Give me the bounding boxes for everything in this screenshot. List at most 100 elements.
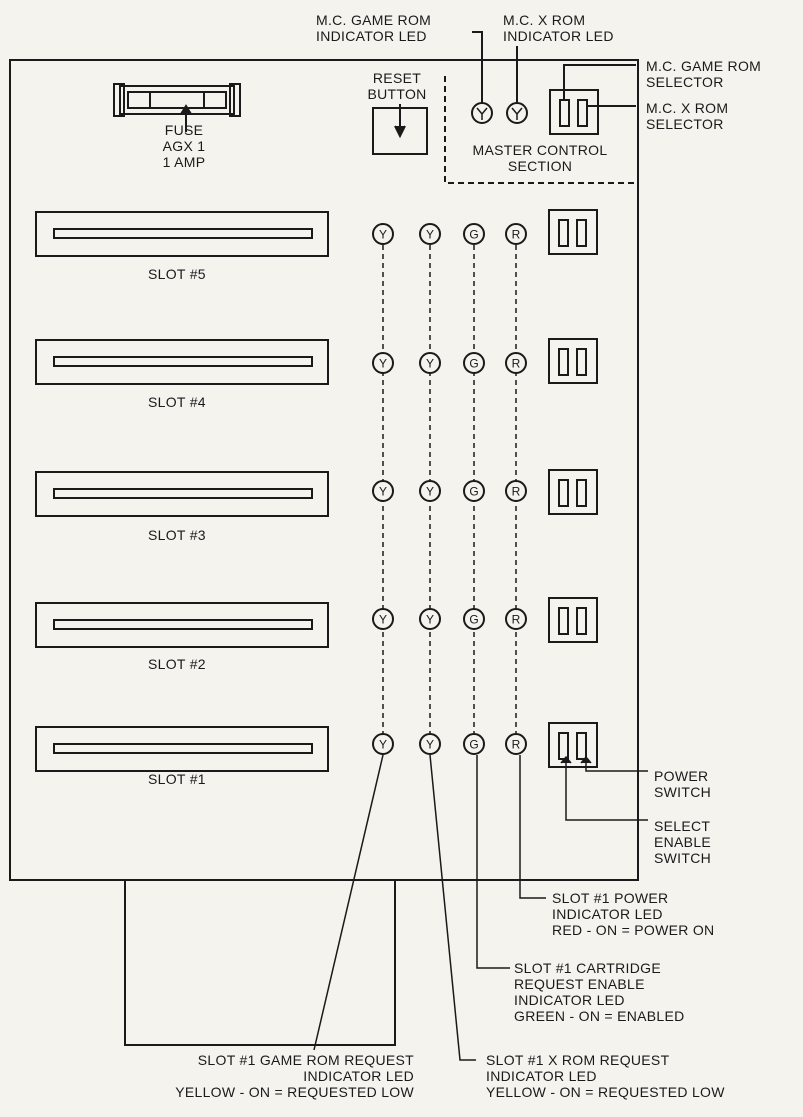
slot1-game-rom-led-label: SLOT #1 GAME ROM REQUEST INDICATOR LED Y…: [175, 1052, 414, 1100]
led-letter: G: [469, 738, 478, 752]
led-indicator-icon: [463, 608, 485, 630]
board-outline: [9, 59, 639, 881]
power-switch-label: POWER SWITCH: [654, 768, 711, 800]
led-indicator-icon: [372, 223, 394, 245]
led-letter: Y: [426, 738, 434, 752]
led-letter: Y: [379, 228, 387, 242]
led-letter: R: [512, 485, 521, 499]
label-line: SLOT #1 GAME ROM REQUEST: [197, 1052, 414, 1068]
led-indicator-icon: [372, 480, 394, 502]
label-line: SLOT #1 POWER: [552, 890, 669, 906]
fuse-icon: [113, 83, 241, 132]
led-letter: Y: [426, 357, 434, 371]
label-line: M.C. GAME ROM: [316, 12, 432, 28]
led-indicator-icon: [419, 352, 441, 374]
led-letter: Y: [426, 613, 434, 627]
led-letter: R: [512, 357, 521, 371]
led-indicator-icon: [463, 223, 485, 245]
led-letter: G: [469, 357, 478, 371]
label-line: INDICATOR LED: [303, 1068, 414, 1084]
label-line: SWITCH: [654, 784, 712, 800]
led-letter: R: [512, 738, 521, 752]
slot-4-label: SLOT #4: [148, 394, 206, 410]
led-letter: R: [512, 613, 521, 627]
label-line: GREEN - ON = ENABLED: [514, 1008, 685, 1024]
label-line: SWITCH: [654, 850, 712, 866]
led-indicator-icon: [419, 223, 441, 245]
label-line: RED - ON = POWER ON: [552, 922, 715, 938]
label-line: FUSE: [164, 122, 204, 138]
label-line: RESET: [372, 70, 422, 86]
label-line: ENABLE: [654, 834, 712, 850]
master-control-label: MASTER CONTROL SECTION: [473, 142, 608, 174]
label-line: SLOT #1 CARTRIDGE: [514, 960, 661, 976]
led-indicator-icon: [505, 733, 527, 755]
led-indicator-icon: [372, 608, 394, 630]
slot-connectors: [35, 211, 329, 772]
label-line: SECTION: [507, 158, 573, 174]
led-indicator-icon: [463, 480, 485, 502]
mc-x-rom-led-label: M.C. X ROM INDICATOR LED: [503, 12, 614, 44]
label-line: BUTTON: [367, 86, 427, 102]
label-line: SELECT: [654, 818, 711, 834]
led-indicator-icon: [505, 352, 527, 374]
led-indicator-icon: [372, 733, 394, 755]
label-line: SELECTOR: [646, 116, 724, 132]
label-line: YELLOW - ON = REQUESTED LOW: [486, 1084, 725, 1100]
select-enable-switch-label: SELECT ENABLE SWITCH: [654, 818, 711, 866]
slot1-leader-lines: [313, 754, 648, 1061]
label-line: INDICATOR LED: [552, 906, 663, 922]
led-indicator-icon: [419, 733, 441, 755]
slot-1-label: SLOT #1: [148, 771, 206, 787]
label-line: INDICATOR LED: [316, 28, 427, 44]
led-indicator-icon: [505, 608, 527, 630]
led-indicator-icon: [419, 480, 441, 502]
label-line: AGX 1: [162, 138, 206, 154]
label-line: MASTER CONTROL: [472, 142, 608, 158]
slot-2-label: SLOT #2: [148, 656, 206, 672]
led-indicator-icon: [463, 352, 485, 374]
label-line: M.C. X ROM: [503, 12, 586, 28]
label-line: SLOT #1 X ROM REQUEST: [486, 1052, 670, 1068]
slot-3-label: SLOT #3: [148, 527, 206, 543]
slot1-x-rom-led-label: SLOT #1 X ROM REQUEST INDICATOR LED YELL…: [486, 1052, 725, 1100]
label-line: POWER: [654, 768, 709, 784]
master-control-box: [444, 76, 636, 184]
label-line: YELLOW - ON = REQUESTED LOW: [175, 1084, 414, 1100]
label-line: INDICATOR LED: [503, 28, 614, 44]
led-letter: G: [469, 228, 478, 242]
label-line: M.C. X ROM: [646, 100, 729, 116]
label-line: 1 AMP: [162, 154, 206, 170]
slot-5-label: SLOT #5: [148, 266, 206, 282]
led-indicator-icon: [505, 223, 527, 245]
label-line: REQUEST ENABLE: [514, 976, 645, 992]
mc-game-rom-selector-label: M.C. GAME ROM SELECTOR: [646, 58, 761, 90]
mc-x-rom-selector-label: M.C. X ROM SELECTOR: [646, 100, 728, 132]
mc-selector-switch: [549, 64, 636, 135]
led-letter: Y: [426, 228, 434, 242]
led-letter: Y: [379, 485, 387, 499]
slot-switches: [548, 209, 598, 768]
slot1-cartridge-led-label: SLOT #1 CARTRIDGE REQUEST ENABLE INDICAT…: [514, 960, 685, 1024]
led-letter: Y: [426, 485, 434, 499]
label-line: INDICATOR LED: [486, 1068, 597, 1084]
led-letter: Y: [379, 613, 387, 627]
label-line: INDICATOR LED: [514, 992, 625, 1008]
led-letter: R: [512, 228, 521, 242]
reset-button-label: RESET BUTTON: [367, 70, 426, 102]
reset-button-icon: [372, 104, 428, 155]
mc-game-rom-led-label: M.C. GAME ROM INDICATOR LED: [316, 12, 431, 44]
led-indicator-icon: [505, 480, 527, 502]
led-letter: G: [469, 485, 478, 499]
led-letter: G: [469, 613, 478, 627]
led-letter: Y: [379, 738, 387, 752]
slot1-power-led-label: SLOT #1 POWER INDICATOR LED RED - ON = P…: [552, 890, 714, 938]
led-indicator-icon: [372, 352, 394, 374]
fuse-label: FUSE AGX 1 1 AMP: [163, 122, 206, 170]
bottom-connector: [124, 880, 396, 1046]
mc-led-icons: [471, 31, 528, 124]
led-letter: Y: [379, 357, 387, 371]
led-indicator-icon: [463, 733, 485, 755]
led-column-lines: [382, 245, 517, 733]
